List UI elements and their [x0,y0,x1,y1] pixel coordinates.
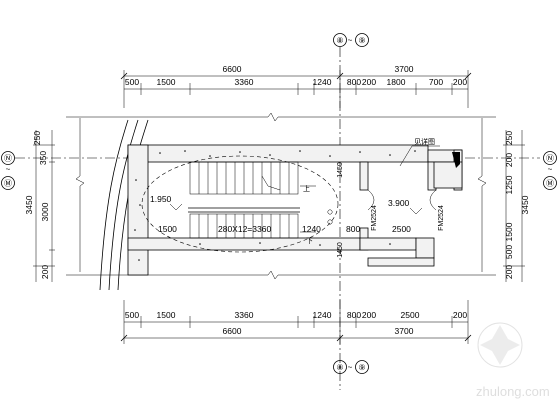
bottom-seg-7: 200 [453,310,467,320]
watermark: zhulong.com [476,322,550,399]
axis-n-right: Ⓝ [546,154,554,163]
right-dim-0: 250 [504,131,514,145]
left-dim-2: 3000 [40,202,50,221]
right-dim-5: 500 [504,245,514,259]
bottom-overall-left: 6600 [223,326,242,336]
walls [127,144,463,276]
right-dim-1: 200 [504,153,514,167]
top-overall-left: 6600 [223,64,242,74]
top-seg-5: 200 [362,77,376,87]
top-overall-right: 3700 [395,64,414,74]
axis-8-top: ⑧ [336,36,343,45]
elevation-left: 1.950 [150,194,172,204]
right-dim-6: 200 [504,265,514,279]
left-dim-4: 200 [40,265,50,279]
left-dim-3: 3450 [24,195,34,214]
up-label: 上 [303,184,310,193]
axis-m-left: Ⓜ [4,179,12,188]
dim-2500: 2500 [392,224,411,234]
top-seg-6: 1800 [387,77,406,87]
wall-hatch [134,150,416,261]
axis-sep-right: ~ [548,165,553,174]
right-dim-2: 1250 [504,175,514,194]
dim-1450-top: 1450 [337,162,344,178]
right-dimension-chain: 250 200 1250 3450 1500 500 200 [503,130,530,282]
right-axis-markers: Ⓝ ~ Ⓜ [543,151,557,190]
bottom-dimension-chain: 500 1500 3360 1240 800 200 2500 200 6600… [120,300,472,344]
top-seg-1: 1500 [157,77,176,87]
left-dim-0: 250 [32,131,42,145]
top-seg-3: 1240 [313,77,332,87]
bottom-seg-4: 800 [347,310,361,320]
top-seg-7: 700 [429,77,443,87]
watermark-logo [477,322,523,368]
axis-m-right: Ⓜ [546,179,554,188]
bottom-overall-right: 3700 [395,326,414,336]
bottom-axis-markers: ⑧ ~ ⑨ [333,360,369,374]
break-lines [66,112,496,280]
bottom-seg-5: 200 [362,310,376,320]
watermark-text: zhulong.com [476,384,550,399]
bottom-seg-0: 500 [125,310,139,320]
axis-9-top: ⑨ [358,36,365,45]
axis-9-bottom: ⑨ [358,363,365,372]
axis-8-bottom: ⑧ [336,363,343,372]
left-dim-1: 350 [38,151,48,165]
top-seg-0: 500 [125,77,139,87]
axis-sep-bottom: ~ [348,363,353,372]
dim-1500: 1500 [158,224,177,234]
axis-n-left: Ⓝ [4,154,12,163]
right-dim-3: 3450 [520,195,530,214]
bottom-seg-1: 1500 [157,310,176,320]
top-dimension-chain: 6600 3700 500 1500 3360 1240 800 200 180… [120,64,472,108]
axis-sep-left: ~ [6,165,11,174]
top-seg-4: 800 [347,77,361,87]
bottom-seg-3: 1240 [313,310,332,320]
left-dimension-chain: 250 350 3000 3450 200 [24,130,55,282]
dim-800: 800 [346,224,360,234]
door-tag-1: FM2524 [371,205,378,231]
right-dim-4: 1500 [504,222,514,241]
top-seg-8: 200 [453,77,467,87]
bottom-seg-2: 3360 [235,310,254,320]
dim-1240: 1240 [302,224,321,234]
landing-outline [141,155,339,253]
dim-1450-bottom: 1450 [337,242,344,258]
bottom-seg-6: 2500 [401,310,420,320]
elevation-right: 3.900 [388,198,410,208]
down-label: 下 [306,237,313,245]
axis-sep-top: ~ [348,36,353,45]
detail-note: 见详图 [414,137,435,146]
top-seg-2: 3360 [235,77,254,87]
stair-spec: 280X12=3360 [218,224,271,234]
door-tag-2: FM2524 [438,205,445,231]
stair-flights [188,161,300,239]
interior-annotations: 上 下 1.950 3.900 1500 280X12=3360 1240 80… [150,137,445,258]
